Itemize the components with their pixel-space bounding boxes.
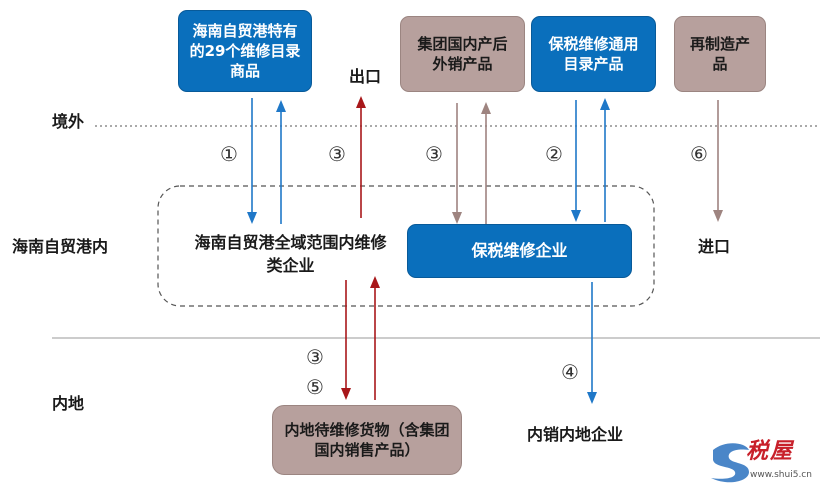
box-group-export: 集团国内产后外销产品 <box>400 16 525 92</box>
arrow-hainan-down <box>247 98 257 224</box>
zone-label-overseas: 境外 <box>52 112 85 131</box>
box-mainland-goods: 内地待维修货物（含集团国内销售产品） <box>272 405 462 475</box>
arrow-bonded-up <box>600 98 610 222</box>
marker-2: ② <box>545 142 563 166</box>
marker-3-export: ③ <box>328 142 346 166</box>
zone-label-hainan-ftp: 海南自贸港内 <box>12 237 109 256</box>
label-import: 进口 <box>698 237 731 256</box>
arrow-group-down <box>452 103 462 224</box>
arrow-hainan-up <box>276 100 286 224</box>
box-hainan-catalog: 海南自贸港特有的29个维修目录商品 <box>178 10 312 92</box>
watermark-url: www.shui5.cn <box>750 470 812 480</box>
arrow-remanufactured-down <box>713 100 723 222</box>
arrow-export-up <box>356 96 366 218</box>
marker-3-mainland: ③ <box>306 345 324 369</box>
label-export: 出口 <box>349 67 382 86</box>
marker-6: ⑥ <box>690 142 708 166</box>
arrow-mainland-down <box>341 280 351 400</box>
marker-3-group: ③ <box>425 142 443 166</box>
arrow-group-up <box>481 102 491 224</box>
marker-5: ⑤ <box>306 375 324 399</box>
marker-4: ④ <box>561 360 579 384</box>
arrow-bonded-down <box>571 100 581 222</box>
marker-1: ① <box>220 142 238 166</box>
box-remanufactured: 再制造产品 <box>674 16 766 92</box>
label-domestic-sales: 内销内地企业 <box>527 425 624 444</box>
watermark-logo-icon <box>711 443 749 483</box>
watermark-brand: 税屋 <box>746 438 795 464</box>
box-bonded-catalog: 保税维修通用目录产品 <box>531 16 656 92</box>
box-bonded-enterprise: 保税维修企业 <box>407 224 632 278</box>
arrow-mainland-up <box>370 276 380 400</box>
ftp-region-frame <box>157 185 655 307</box>
zone-label-mainland: 内地 <box>52 394 85 413</box>
arrow-domestic-sales-down <box>587 282 597 404</box>
label-ftp-enterprises: 海南自贸港全域范围内维修类企业 <box>194 233 387 276</box>
